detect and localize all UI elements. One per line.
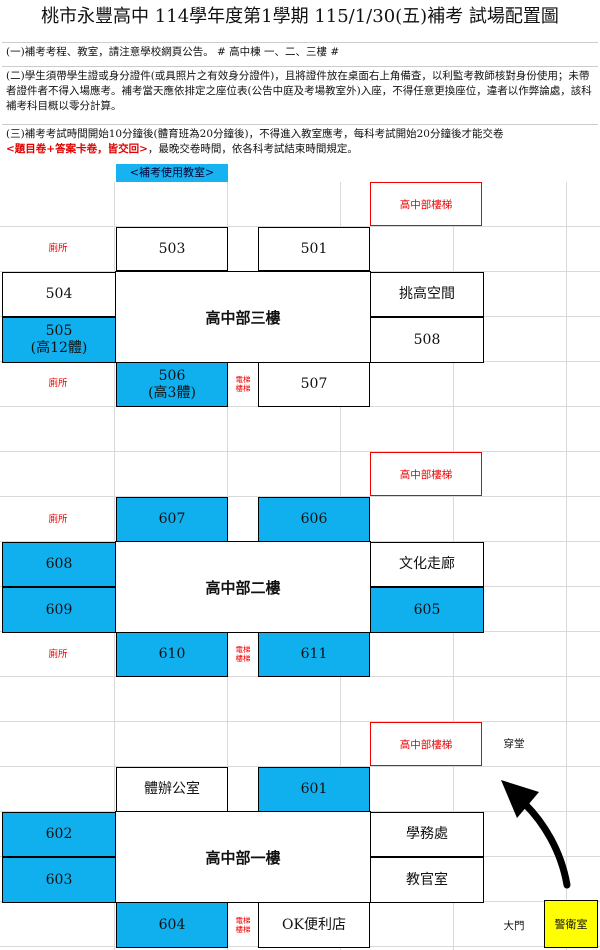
room-505-note: (高12體): [30, 340, 88, 356]
restroom-floor3-a: 廁所: [48, 243, 68, 254]
military-office: 教官室: [370, 857, 484, 903]
atrium-space: 挑高空間: [370, 272, 484, 317]
room-505: 505(高12體): [2, 317, 116, 363]
room-508: 508: [370, 317, 484, 363]
notice-1: (一)補考考程、教室，請注意學校網頁公告。 # 高中棟 一、二、三樓 #: [2, 42, 598, 64]
elevator-stairs-label: 樓梯: [235, 654, 251, 663]
elevator-stairs-label: 樓梯: [235, 925, 251, 934]
culture-corridor: 文化走廊: [370, 542, 484, 587]
room-603: 603: [2, 857, 116, 903]
notice-3-highlight: <題目卷+答案卡卷，皆交回>: [6, 143, 148, 155]
room-609: 609: [2, 587, 116, 633]
notice-2: (二)學生須帶學生證或身分證件(或具照片之有效身分證件)，且將證件放在桌面右上角…: [2, 66, 598, 120]
room-501: 501: [258, 227, 370, 271]
room-604: 604: [116, 902, 228, 948]
guard-room: 警衛室: [544, 900, 598, 948]
corridor-label: 穿堂: [488, 736, 540, 751]
elevator-label: 電梯: [235, 375, 251, 384]
room-503: 503: [116, 227, 228, 271]
room-605: 605: [370, 587, 484, 633]
entrance-arrow-icon: [501, 780, 571, 889]
stairs-floor2: 高中部樓梯: [370, 452, 482, 496]
restroom-floor2-a: 廁所: [48, 514, 68, 525]
elevator-stairs-label: 樓梯: [235, 384, 251, 393]
floor-1-label: 高中部一樓: [115, 811, 371, 903]
floor-3-label: 高中部三樓: [115, 271, 371, 363]
elevator-label: 電梯: [235, 916, 251, 925]
room-506-number: 506: [158, 367, 186, 384]
room-601: 601: [258, 767, 370, 812]
page-title: 桃市永豐高中 114學年度第1學期 115/1/30(五)補考 試場配置圖: [41, 6, 559, 27]
room-602: 602: [2, 812, 116, 857]
room-606: 606: [258, 497, 370, 542]
floor-2-label: 高中部二樓: [115, 541, 371, 633]
room-611: 611: [258, 632, 370, 677]
room-607: 607: [116, 497, 228, 542]
legend-exam-room: <補考使用教室>: [116, 164, 228, 182]
elevator-floor3: 電梯樓梯: [228, 375, 258, 393]
notice-3-text: (三)補考考試時間開始10分鐘後(體育班為20分鐘後)，不得進入教室應考，每科考…: [6, 128, 504, 140]
restroom-floor2-b: 廁所: [48, 649, 68, 660]
room-608: 608: [2, 542, 116, 587]
main-gate-label: 大門: [492, 918, 536, 933]
room-507: 507: [258, 362, 370, 407]
notice-3: (三)補考考試時間開始10分鐘後(體育班為20分鐘後)，不得進入教室應考，每科考…: [2, 124, 598, 164]
elevator-floor2: 電梯樓梯: [228, 645, 258, 663]
elevator-floor1: 電梯樓梯: [228, 916, 258, 934]
room-506-note: (高3體): [148, 384, 196, 401]
stairs-floor3: 高中部樓梯: [370, 182, 482, 226]
notice-3-tail: ，最晚交卷時間，依各科考試結束時間規定。: [147, 143, 358, 155]
ok-convenience-store: OK便利店: [258, 902, 370, 948]
stairs-floor1: 高中部樓梯: [370, 722, 482, 766]
pe-office: 體辦公室: [116, 767, 228, 812]
room-505-number: 505: [45, 323, 73, 339]
restroom-floor3-b: 廁所: [48, 378, 68, 389]
room-610: 610: [116, 632, 228, 677]
student-affairs-office: 學務處: [370, 812, 484, 857]
room-504: 504: [2, 272, 116, 317]
elevator-label: 電梯: [235, 645, 251, 654]
room-506: 506(高3體): [116, 362, 228, 407]
